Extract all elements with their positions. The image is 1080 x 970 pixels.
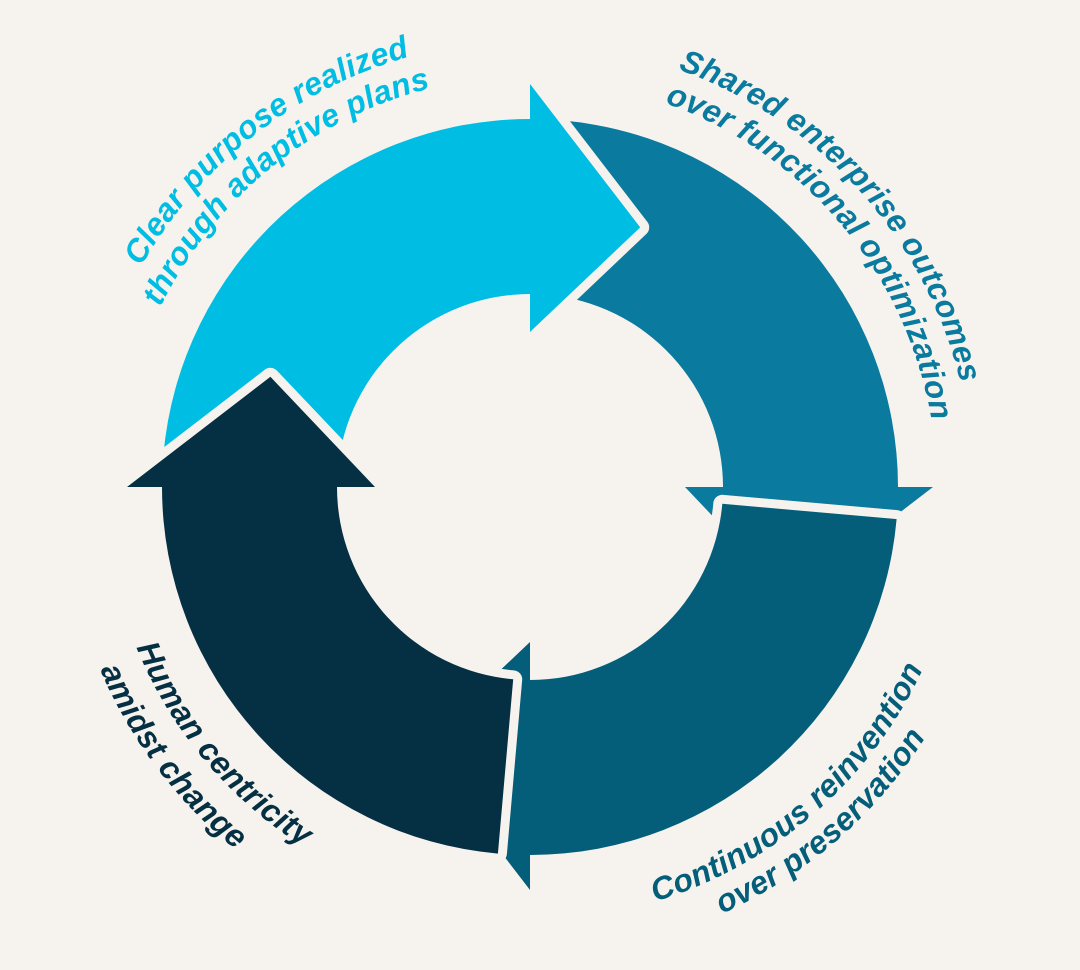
arrow-continuous-reinvention bbox=[410, 494, 906, 899]
arrow-shared-enterprise bbox=[537, 111, 942, 607]
arrow-clear-purpose-head bbox=[531, 75, 650, 341]
arrow-clear-purpose bbox=[154, 75, 650, 480]
arrow-human-centricity bbox=[118, 367, 523, 863]
